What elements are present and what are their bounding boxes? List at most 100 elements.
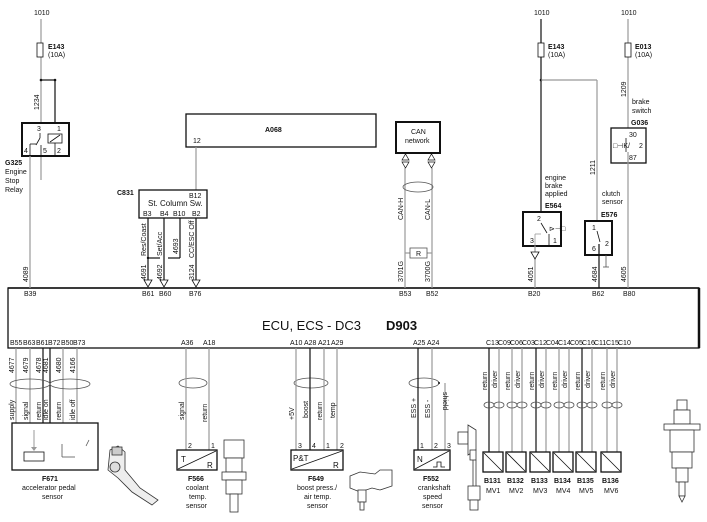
supply-label-mid: 1010 xyxy=(534,10,550,17)
switch-code: G036 xyxy=(631,120,648,127)
wire-label: 4684 xyxy=(592,266,599,282)
connector-arrow-icon xyxy=(530,251,540,260)
signal-label: return xyxy=(505,372,512,390)
signal-label: return xyxy=(552,372,559,390)
pin-label: 87 xyxy=(629,155,637,162)
pin-label: B2 xyxy=(192,211,201,218)
signal-label: return xyxy=(575,372,582,390)
signal-label: driver xyxy=(562,370,569,388)
box-symbol: P&T xyxy=(293,454,309,463)
pin-label: 1 xyxy=(211,443,215,450)
sensor-desc: sensor xyxy=(186,503,208,510)
ecu-pin-label: C14 xyxy=(558,340,571,347)
connector-arrow-icon xyxy=(159,279,169,288)
signal-label: temp xyxy=(330,402,337,418)
ecu-pin-label: B73 xyxy=(73,340,86,347)
switch-desc: engine xyxy=(545,175,566,182)
valve-code: B136 xyxy=(602,478,619,485)
sensor-code: F566 xyxy=(188,476,204,483)
signal-label: return xyxy=(36,402,43,420)
signal-label: return xyxy=(482,372,489,390)
wire-label: 3701G xyxy=(398,261,405,282)
ecu-pin-label: A29 xyxy=(331,340,344,347)
pin-label: 2 xyxy=(340,443,344,450)
wire-label: 4051 xyxy=(528,266,535,282)
ecu-pin-label: A36 xyxy=(181,340,194,347)
signal-label: return xyxy=(202,404,209,422)
wire-label: 4678 xyxy=(36,357,43,373)
a068-box[interactable] xyxy=(185,113,377,148)
signal-label: boost xyxy=(303,401,310,418)
ecu-box[interactable] xyxy=(7,287,700,349)
can-network-box[interactable] xyxy=(395,121,441,154)
valve-name: MV6 xyxy=(604,488,619,495)
sensor-desc: coolant xyxy=(186,485,209,492)
signal-label: +5V xyxy=(289,407,296,420)
signal-label: supply xyxy=(9,399,16,420)
signal-label: CAN-H xyxy=(398,198,405,220)
ecu-pin-label: B50 xyxy=(61,340,74,347)
sensor-desc: air temp. xyxy=(304,494,331,501)
wire-label: 4680 xyxy=(56,357,63,373)
pin-label: 2 xyxy=(537,216,541,223)
pin-label: 1 xyxy=(592,225,596,232)
pin-label: 2 xyxy=(605,241,609,248)
pin-label: 4 xyxy=(24,148,28,155)
pedal-actuator-icon: □⊣K/ xyxy=(613,143,630,150)
ecu-pin-label: B80 xyxy=(623,291,636,298)
fuse-code: E143 xyxy=(548,44,564,51)
sensor-desc: speed xyxy=(423,494,442,501)
can-title: CAN xyxy=(411,129,426,136)
ecu-code: D903 xyxy=(386,318,417,333)
accelerator-pedal-image xyxy=(107,445,159,506)
pin-label: 3 xyxy=(298,443,302,450)
accel-pedal-sensor-f671[interactable] xyxy=(11,422,99,471)
signal-label: ESS + xyxy=(411,398,418,418)
ecu-pin-label: B53 xyxy=(399,291,412,298)
valve-name: MV2 xyxy=(509,488,524,495)
box-symbol: R xyxy=(333,461,339,470)
fuse-code: E013 xyxy=(635,44,651,51)
can-subtitle: network xyxy=(405,138,430,145)
pin-label: 4 xyxy=(312,443,316,450)
signal-label: signal xyxy=(179,401,186,420)
fuse-rating: (10A) xyxy=(48,52,65,59)
pin-label: B12 xyxy=(189,193,202,200)
valve-code: B134 xyxy=(554,478,571,485)
ecu-pin-label: C11 xyxy=(594,340,606,347)
signal-label: Res/Coast xyxy=(141,223,148,256)
switch-desc: applied xyxy=(545,191,568,198)
pin-label: B3 xyxy=(143,211,152,218)
sensor-code: F552 xyxy=(423,476,439,483)
relay-desc: Stop xyxy=(5,178,20,185)
switch-contact-icon xyxy=(540,222,548,234)
pin-label: B4 xyxy=(160,211,169,218)
ecu-pin-label: C15 xyxy=(606,340,619,347)
column-switch-c831[interactable] xyxy=(138,189,208,219)
connector-arrow-icon xyxy=(143,279,153,288)
relay-switch-icon xyxy=(35,137,41,146)
signal-label: idle on xyxy=(43,399,50,420)
pin-label: 2 xyxy=(188,443,192,450)
signal-label: idle off xyxy=(70,399,77,420)
accel-sensor-wires: 4677supplyC4679signalA4678returnB4681idl… xyxy=(9,348,80,434)
sensor-desc: temp. xyxy=(189,494,207,501)
valve-code: B131 xyxy=(484,478,501,485)
pin-label: 1 xyxy=(553,238,557,245)
sensor-desc: crankshaft xyxy=(418,485,450,492)
fuse-rating: (10A) xyxy=(635,52,652,59)
a068-code: A068 xyxy=(265,127,282,134)
signal-label: ESS - xyxy=(425,399,432,418)
sensor-code: E576 xyxy=(601,212,617,219)
ecu-pin-label: A21 xyxy=(318,340,331,347)
signal-label: return xyxy=(600,372,607,390)
potentiometer-icon xyxy=(23,451,45,462)
pin-label: 1 xyxy=(57,126,61,133)
ecu-pin-label: B52 xyxy=(426,291,439,298)
pin-label: 2 xyxy=(639,143,643,150)
ecu-pin-label: B76 xyxy=(189,291,202,298)
engine-brake-switch-e564[interactable] xyxy=(522,211,562,247)
ecu-pin-label: B61 xyxy=(142,291,155,298)
